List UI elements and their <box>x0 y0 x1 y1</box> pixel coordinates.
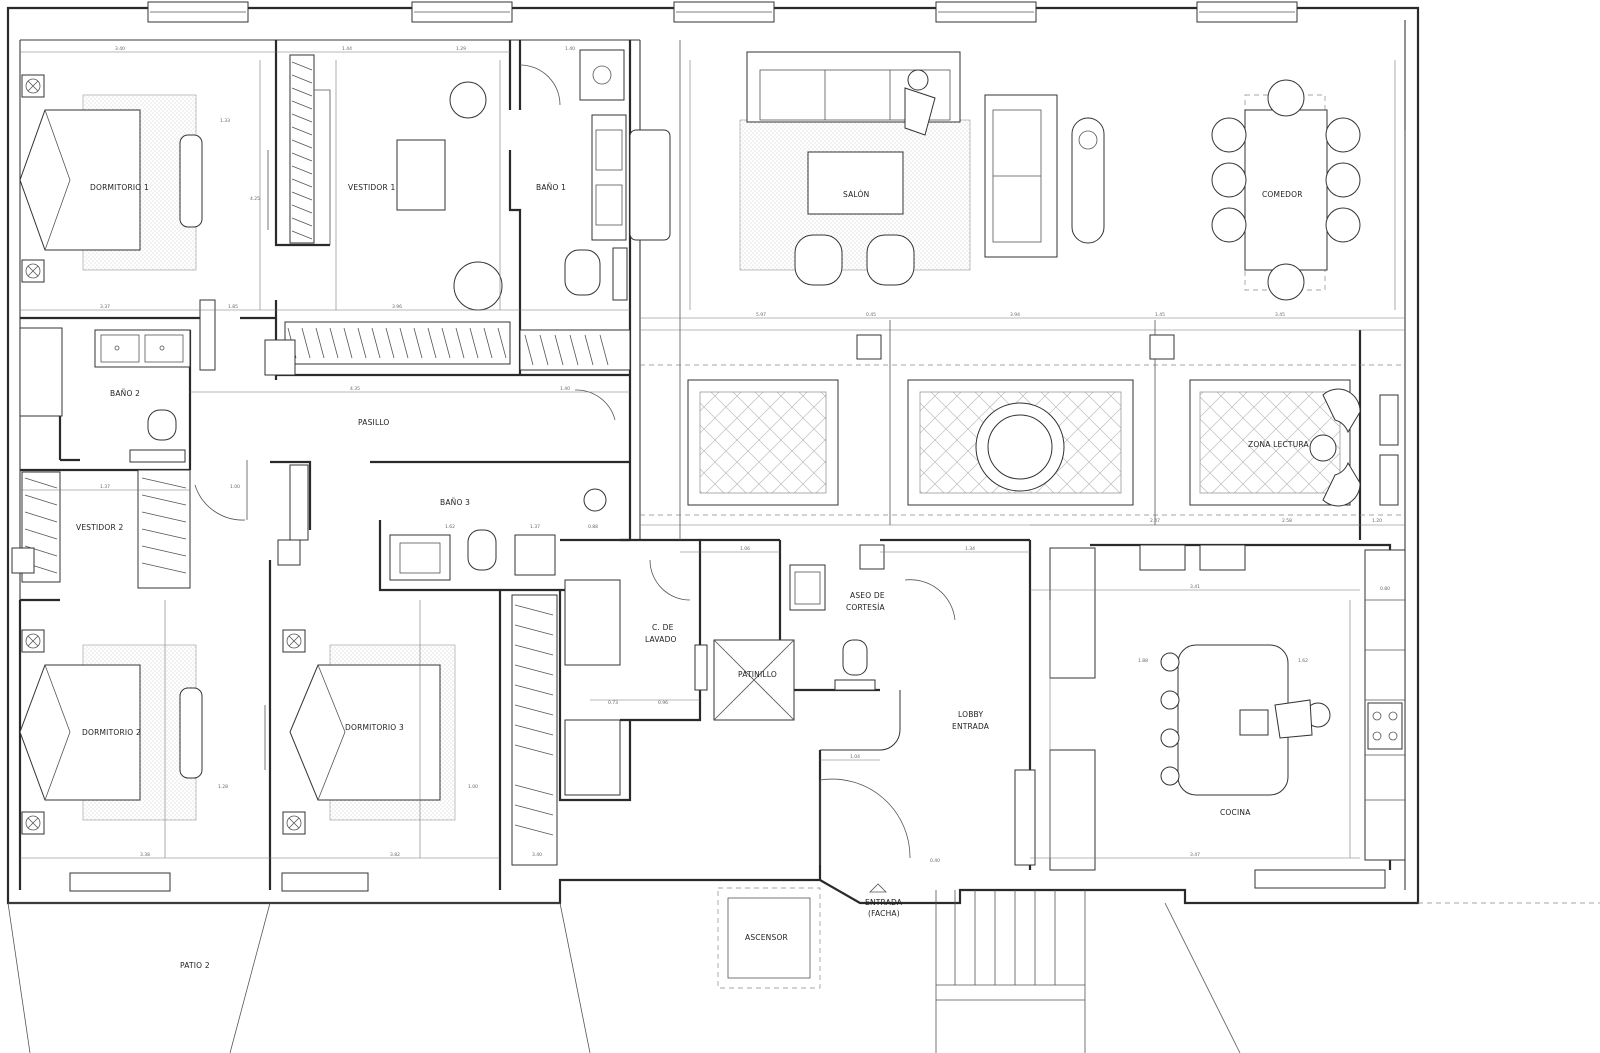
room-label-dormitorio-2: DORMITORIO 2 <box>82 728 141 737</box>
dimension-lines <box>20 51 1405 859</box>
exterior-bottom <box>7 887 1600 1053</box>
windows-bottom <box>69 869 1386 892</box>
dim-label: 0.96 <box>658 700 668 706</box>
dim-label: 3.40 <box>532 852 542 858</box>
room-label-comedor: COMEDOR <box>1262 190 1303 199</box>
room-label-patinillo: PATINILLO <box>738 670 777 679</box>
dim-label: 1.34 <box>965 546 975 552</box>
pasillo-elements <box>194 299 616 521</box>
dim-label: 4.25 <box>250 196 260 202</box>
dormitorio-2-furniture <box>19 629 266 835</box>
room-label-bano-3: BAÑO 3 <box>440 498 470 507</box>
room-label-bano-1: BAÑO 1 <box>536 183 566 192</box>
dormitorio-3-furniture <box>282 579 621 866</box>
dim-label: 3.41 <box>1190 584 1200 590</box>
cocina-furniture <box>1139 544 1406 861</box>
dim-label: 1.37 <box>100 484 110 490</box>
dim-label: 3.82 <box>390 852 400 858</box>
dim-label: 1.85 <box>228 304 238 310</box>
dim-label: 1.62 <box>1298 658 1308 664</box>
dim-label: 1.28 <box>218 784 228 790</box>
room-labels: DORMITORIO 1 VESTIDOR 1 BAÑO 1 SALÓN COM… <box>76 183 1309 970</box>
room-label-salon: SALÓN <box>843 190 869 199</box>
dim-label: 0.88 <box>588 524 598 530</box>
dim-label: 5.97 <box>756 312 766 318</box>
dormitorio-1-furniture <box>19 74 269 283</box>
dim-label: 3.96 <box>392 304 402 310</box>
dim-label: 0.45 <box>866 312 876 318</box>
dim-label: 1.45 <box>1155 312 1165 318</box>
room-label-dormitorio-1: DORMITORIO 1 <box>90 183 149 192</box>
dim-label: 1.00 <box>468 784 478 790</box>
room-label-patio-2: PATIO 2 <box>180 961 210 970</box>
dim-label: 3.47 <box>1190 852 1200 858</box>
dim-label: 2.58 <box>1282 518 1292 524</box>
room-label-vestidor-1: VESTIDOR 1 <box>348 183 395 192</box>
bano-1-furniture <box>519 49 671 371</box>
room-label-zona-lectura: ZONA LECTURA <box>1248 440 1309 449</box>
dim-label: 1.04 <box>850 754 860 760</box>
dim-label: 1.62 <box>445 524 455 530</box>
room-label-dormitorio-3: DORMITORIO 3 <box>345 723 404 732</box>
aseo-furniture <box>789 544 956 691</box>
room-label-lobby-line2: ENTRADA <box>952 722 990 731</box>
dim-label: 3.40 <box>115 46 125 52</box>
dim-label: 1.88 <box>1138 658 1148 664</box>
dim-label: 3.38 <box>140 852 150 858</box>
dim-label: 0.80 <box>1380 586 1390 592</box>
room-label-bano-2: BAÑO 2 <box>110 389 140 398</box>
lavado-patinillo <box>649 559 795 721</box>
dim-label: 1.40 <box>565 46 575 52</box>
bano-2-furniture <box>19 327 191 463</box>
dimension-labels: 3.40 1.44 1.29 1.40 1.33 4.25 3.37 1.85 … <box>100 46 1390 864</box>
room-label-pasillo: PASILLO <box>358 418 390 427</box>
dim-label: 2.47 <box>1150 518 1160 524</box>
dim-label: 1.33 <box>220 118 230 124</box>
dim-label: 0.40 <box>930 858 940 864</box>
vestidor-1-furniture <box>264 54 511 376</box>
dim-label: 1.44 <box>342 46 352 52</box>
room-label-entrada-line2: (FACHA) <box>868 909 900 918</box>
room-label-lavado-line1: C. DE <box>652 623 674 632</box>
dim-label: 0.73 <box>608 700 618 706</box>
dim-label: 1.37 <box>530 524 540 530</box>
dim-label: 1.06 <box>740 546 750 552</box>
room-label-ascensor: ASCENSOR <box>745 933 788 942</box>
dim-label: 3.45 <box>1275 312 1285 318</box>
lobby-elements <box>819 547 1096 893</box>
dim-label: 4.35 <box>350 386 360 392</box>
comedor-furniture <box>1211 79 1406 301</box>
bano-3-furniture <box>277 464 607 581</box>
room-label-vestidor-2: VESTIDOR 2 <box>76 523 123 532</box>
room-label-lobby-line1: LOBBY <box>958 710 983 719</box>
dim-label: 1.20 <box>1372 518 1382 524</box>
central-lattice <box>640 40 1405 540</box>
dim-label: 1.40 <box>560 386 570 392</box>
room-label-entrada-line1: ENTRADA <box>865 898 903 907</box>
vestidor-2-furniture <box>11 469 191 589</box>
dim-label: 1.29 <box>456 46 466 52</box>
room-label-aseo-line1: ASEO DE <box>850 591 885 600</box>
dim-label: 1.00 <box>230 484 240 490</box>
salon-furniture <box>739 51 1105 286</box>
room-label-lavado-line2: LAVADO <box>645 635 677 644</box>
room-label-cocina: COCINA <box>1220 808 1251 817</box>
dim-label: 3.37 <box>100 304 110 310</box>
dim-label: 3.94 <box>1010 312 1020 318</box>
room-label-aseo-line2: CORTESÍA <box>846 603 885 612</box>
windows-top <box>147 1 1298 23</box>
